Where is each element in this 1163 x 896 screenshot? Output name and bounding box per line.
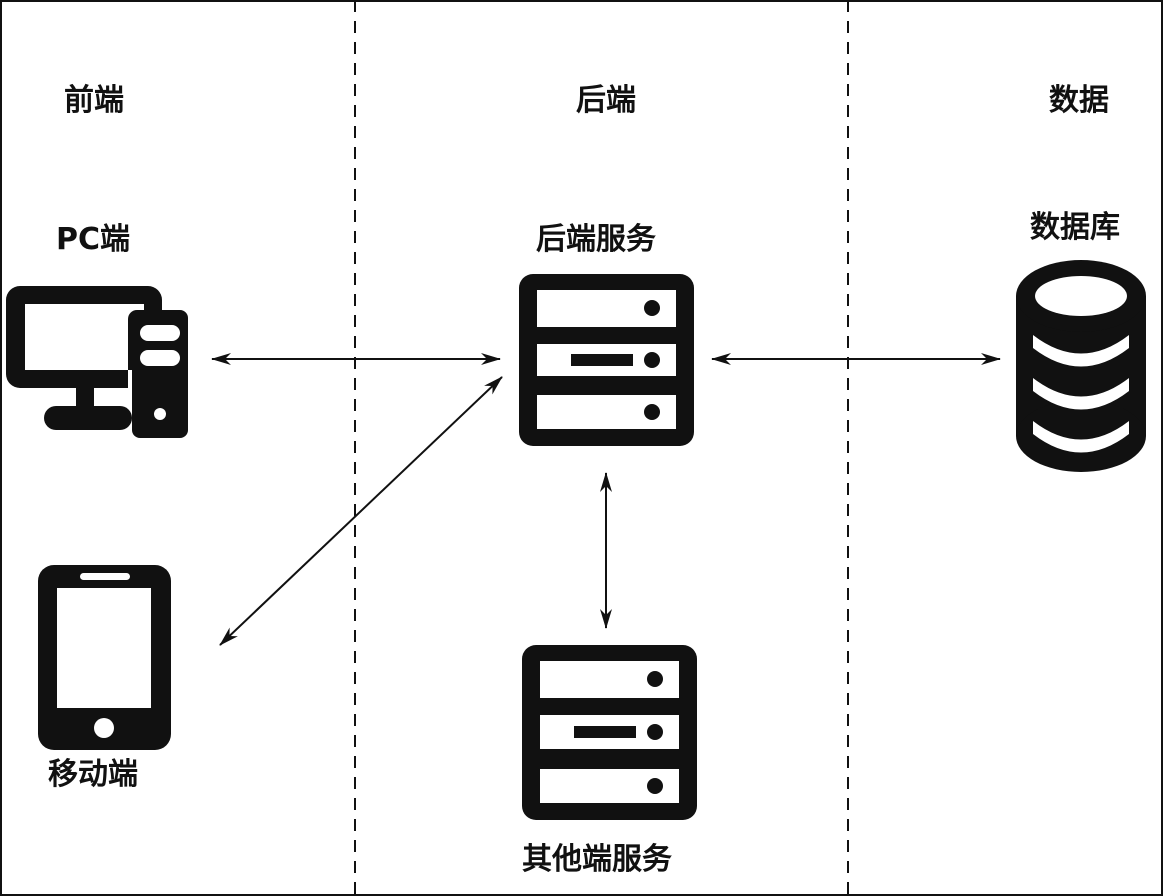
- database-cylinder-icon: [1016, 260, 1146, 472]
- node-label-mobile: 移动端: [48, 757, 138, 792]
- node-label-database: 数据库: [1030, 210, 1120, 245]
- desktop-computer-icon: [6, 286, 188, 438]
- column-header-data: 数据: [1049, 83, 1109, 118]
- node-label-other-service: 其他端服务: [522, 842, 672, 877]
- server-rack-icon: [519, 274, 694, 446]
- node-label-backend-service: 后端服务: [536, 222, 656, 257]
- node-label-pc: PC端: [56, 222, 131, 257]
- column-header-frontend: 前端: [64, 83, 124, 118]
- column-header-backend: 后端: [576, 83, 636, 118]
- connector-mobile-backend: [219, 376, 503, 646]
- smartphone-icon: [38, 565, 171, 750]
- server-rack-icon: [522, 645, 697, 820]
